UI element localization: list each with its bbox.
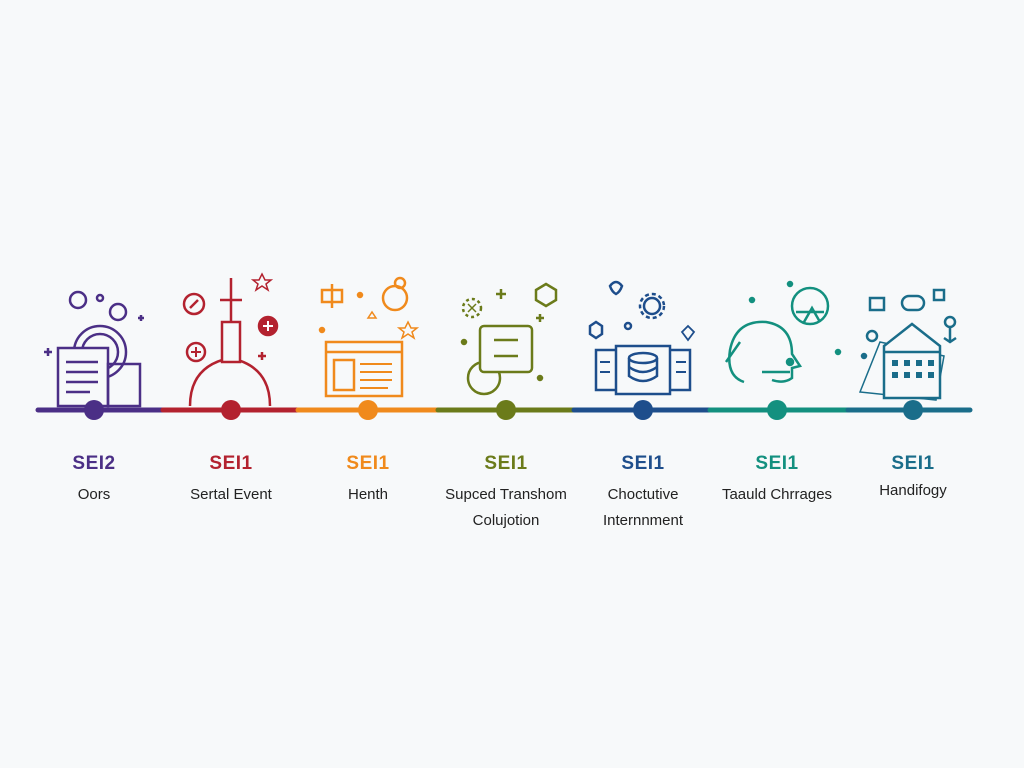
database-chat-icon [460, 282, 558, 396]
document-stack-icon [44, 290, 144, 408]
stage-name: Taauld Chrrages [702, 482, 852, 508]
medical-figure-icon [182, 272, 279, 407]
stage-name-line: Handifogy [879, 482, 947, 499]
timeline-node [84, 400, 104, 420]
stage-code: SEI1 [891, 453, 935, 474]
stage-name: Choctutive Internnment [568, 482, 718, 534]
stage-name-line: Taauld Chrrages [721, 486, 833, 503]
stage-code: SEI1 [484, 453, 528, 474]
stage-name-line: Sertal Event [190, 486, 272, 503]
timeline-node [903, 400, 923, 420]
stage-name-line: Henth [347, 486, 389, 503]
stage-name: Henth [293, 482, 443, 508]
browser-window-icon [318, 276, 420, 398]
stage-name-line: Internnment [602, 512, 684, 529]
calendar-house-icon [858, 288, 957, 401]
timeline-nodes [84, 400, 923, 420]
timeline-node [496, 400, 516, 420]
head-profile-icon [724, 280, 842, 384]
stage-name-line: Choctutive [607, 486, 679, 503]
stage-code: SEI1 [621, 453, 665, 474]
timeline-node [358, 400, 378, 420]
server-rack-icon [588, 280, 696, 396]
stage-name: Sertal Event [156, 482, 306, 508]
timeline-node [221, 400, 241, 420]
stage-code: SEI2 [72, 453, 116, 474]
stage-code: SEI1 [346, 453, 390, 474]
stage-code: SEI1 [209, 453, 253, 474]
stage-name-line: Oors [77, 486, 111, 503]
stage-name-line: Supced Transhom [445, 486, 567, 503]
stage-code: SEI1 [755, 453, 799, 474]
stage-name: Oors [19, 482, 169, 508]
stage-name: Handifogy [838, 478, 988, 504]
timeline-node [767, 400, 787, 420]
stage-name-line: Colujotion [472, 512, 540, 529]
stage-name: Supced Transhom Colujotion [431, 482, 581, 534]
timeline-node [633, 400, 653, 420]
